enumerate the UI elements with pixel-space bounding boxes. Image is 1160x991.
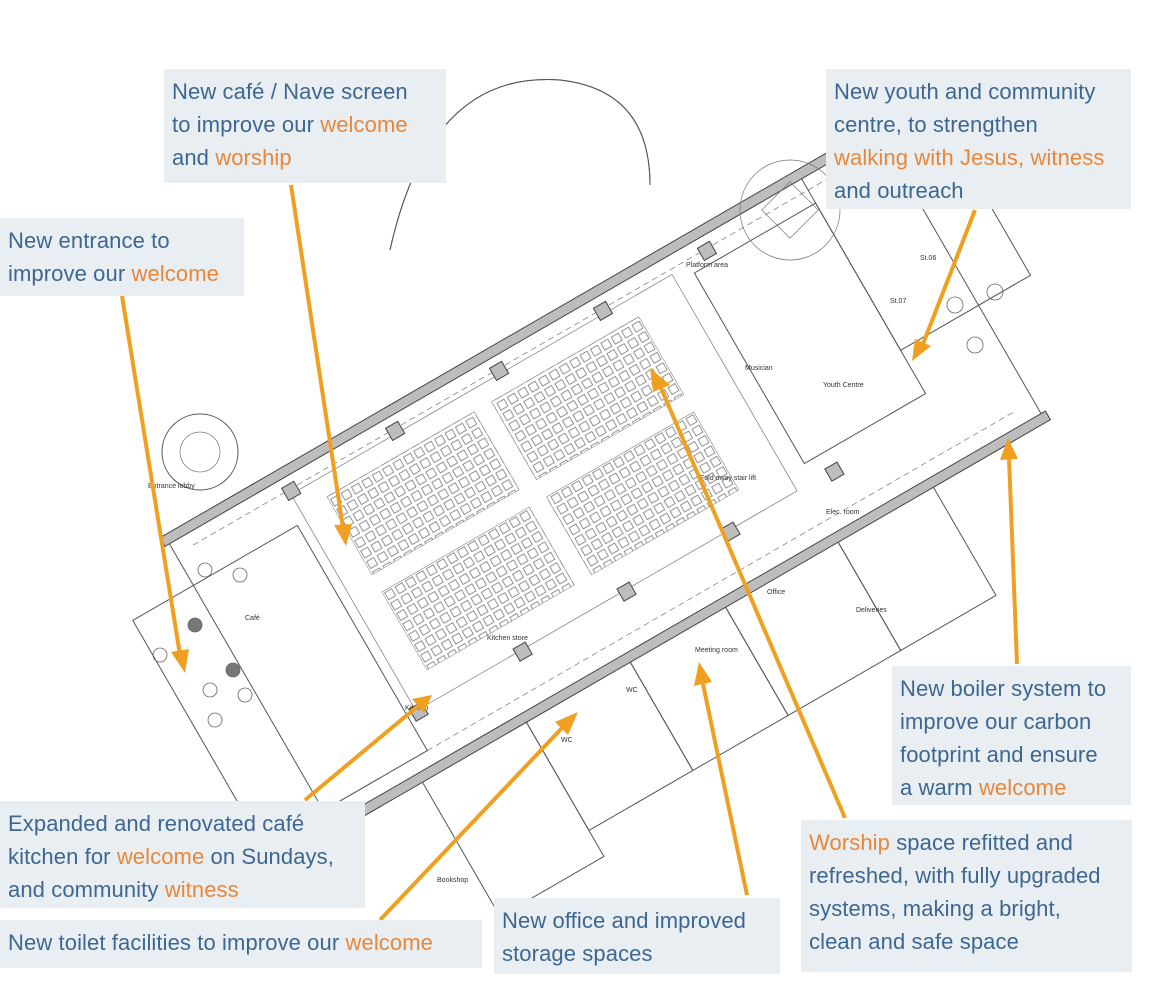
label-platform-area: Platform area [686, 262, 728, 269]
callout-line: and worship [172, 141, 438, 174]
highlight-welcome: welcome [978, 775, 1067, 800]
callout-text: on Sundays, [204, 844, 334, 869]
callout-text: a warm [900, 775, 979, 800]
callout-line: Expanded and renovated café [8, 811, 305, 836]
label-deliveries: Deliveries [856, 607, 887, 614]
label-meeting-room: Meeting room [695, 647, 738, 654]
callout-text: New toilet facilities to improve our [8, 930, 346, 955]
stair-tower [161, 413, 239, 491]
callout-text: and [172, 145, 216, 170]
callout-line: New toilet facilities to improve our wel… [8, 926, 474, 959]
callout-text: kitchen for [8, 844, 117, 869]
callout-office: New office and improved storage spaces [494, 898, 780, 974]
callout-line: New entrance to [8, 228, 170, 253]
seating-block [381, 506, 575, 671]
callout-worship: Worship space refitted and refreshed, wi… [801, 820, 1132, 972]
callout-line: New office and improved [502, 908, 747, 933]
callout-line: systems, making a bright, [809, 896, 1061, 921]
callout-entrance: New entrance to improve our welcome [0, 218, 244, 296]
label-st07: St.07 [890, 298, 906, 305]
callout-youth-centre: New youth and community centre, to stren… [826, 69, 1131, 209]
label-wc-2: WC [561, 737, 573, 744]
cafe-tables [152, 562, 253, 728]
highlight-worship: worship [215, 145, 292, 170]
callout-kitchen: Expanded and renovated café kitchen for … [0, 801, 365, 908]
callout-line: and community witness [8, 873, 357, 906]
callout-text: space refitted and [890, 830, 1073, 855]
label-st06: St.06 [920, 255, 936, 262]
label-youth-centre: Youth Centre [823, 382, 864, 389]
callout-line: New youth and community [834, 79, 1096, 104]
callout-line: footprint and ensure [900, 742, 1098, 767]
highlight-witness: witness [164, 877, 239, 902]
callout-line: walking with Jesus, witness [834, 145, 1105, 170]
callout-line: centre, to strengthen [834, 112, 1038, 137]
callout-line: clean and safe space [809, 929, 1019, 954]
highlight-welcome: welcome [320, 112, 408, 137]
callout-line: to improve our welcome [172, 108, 438, 141]
annotation-arrows [120, 184, 1019, 922]
youth-tables [946, 283, 1004, 354]
callout-toilet: New toilet facilities to improve our wel… [0, 920, 482, 968]
callout-line: improve our carbon [900, 709, 1092, 734]
highlight-welcome: welcome [345, 930, 434, 955]
label-musician: Musician [745, 365, 773, 372]
highlight-welcome: welcome [131, 261, 219, 286]
callout-line: storage spaces [502, 941, 653, 966]
callout-text: improve our [8, 261, 132, 286]
callout-line: Worship space refitted and [809, 826, 1124, 859]
label-fold-away: Fold away stair lift [700, 475, 756, 482]
platform-circle [739, 159, 841, 261]
seating-block [326, 411, 520, 576]
callout-line: and outreach [834, 178, 964, 203]
highlight-welcome: welcome [116, 844, 205, 869]
label-entrance-lobby: Entrance lobby [148, 483, 195, 490]
callout-line: a warm welcome [900, 771, 1123, 804]
seating-block [491, 316, 685, 481]
callout-text: and community [8, 877, 165, 902]
label-cafe: Café [245, 615, 260, 622]
callout-line: refreshed, with fully upgraded [809, 863, 1101, 888]
callout-line: New café / Nave screen [172, 79, 408, 104]
label-bookshop: Bookshop [437, 877, 468, 884]
callout-cafe-screen: New café / Nave screen to improve our we… [164, 69, 446, 183]
callout-line: improve our welcome [8, 257, 236, 290]
callout-line: New boiler system to [900, 676, 1107, 701]
highlight-worship: Worship [809, 830, 890, 855]
callout-boiler: New boiler system to improve our carbon … [892, 666, 1131, 805]
label-kitchen-store: Kitchen store [487, 635, 528, 642]
label-elec-room: Elec. room [826, 509, 860, 516]
callout-text: to improve our [172, 112, 321, 137]
callout-line: kitchen for welcome on Sundays, [8, 840, 357, 873]
label-wc-1: WC [626, 687, 638, 694]
label-office: Office [767, 589, 785, 596]
